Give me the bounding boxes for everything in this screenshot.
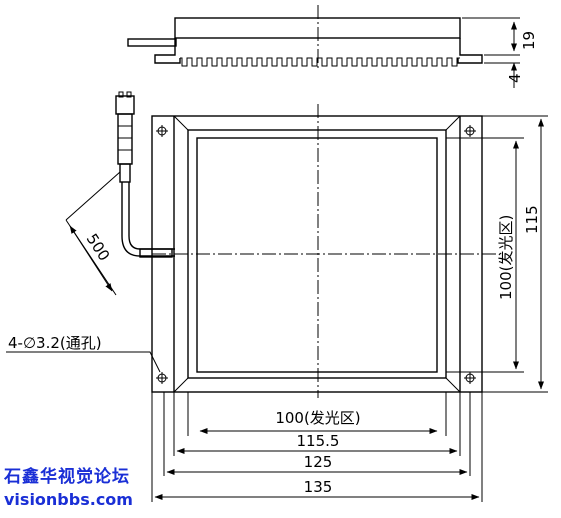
dim-125-label: 125 <box>304 453 333 471</box>
dim-115-label: 115 <box>523 205 541 234</box>
dim-115-5-label: 115.5 <box>297 432 340 450</box>
emit-area-inner <box>196 137 438 373</box>
dim-500-label: 500 <box>83 230 114 264</box>
vertical-extension-lines <box>446 115 548 393</box>
dim-19-label: 19 <box>520 31 538 50</box>
side-view-extension-lines <box>462 17 520 64</box>
side-view: 19 4 <box>127 5 538 88</box>
cable-path <box>121 182 175 257</box>
dim-emit-horizontal-label: 100(发光区) <box>275 409 360 427</box>
side-view-heat-fins <box>180 57 460 67</box>
watermark-url: visionbbs.com <box>4 490 133 509</box>
horizontal-extension-lines <box>151 392 483 502</box>
side-view-right-flange <box>457 38 483 64</box>
watermark-title: 石鑫华视觉论坛 <box>4 467 130 487</box>
side-view-left-flange <box>154 38 181 64</box>
connector-boot <box>119 163 131 183</box>
mounting-holes <box>156 125 476 384</box>
dim-4-label: 4 <box>506 73 524 83</box>
connector-body <box>117 113 133 165</box>
cable-gland <box>139 248 173 258</box>
dim-emit-vertical-label: 100(发光区) <box>497 215 515 300</box>
front-view-centerlines <box>152 104 500 398</box>
hole-callout-label: 4-∅3.2(通孔) <box>8 334 102 352</box>
hole-callout-leader <box>6 351 161 373</box>
dim-500-line <box>69 225 113 292</box>
connector-cable: 500 <box>65 91 175 296</box>
connector-head <box>115 95 135 115</box>
side-view-cable-stub <box>127 38 177 47</box>
dim-135-label: 135 <box>304 478 333 496</box>
front-view: 4-∅3.2(通孔) 100(发光区) 115 100(发光区) 115.5 1… <box>6 104 548 502</box>
